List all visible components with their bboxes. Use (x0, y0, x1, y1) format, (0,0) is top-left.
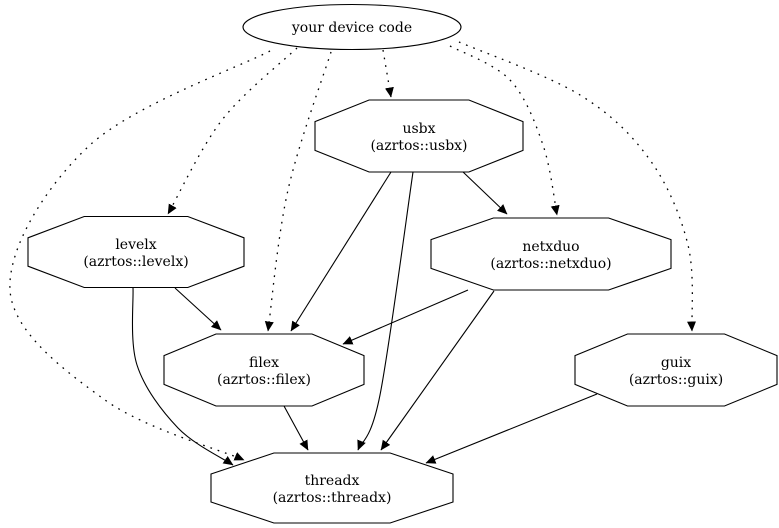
netxduo-octagon-shape (430, 217, 672, 291)
usbx-label: usbx (402, 121, 435, 137)
edge-levelx-threadx (131, 287, 234, 466)
node-filex: filex(azrtos::filex) (163, 333, 365, 407)
edge-usbx-filex (290, 171, 392, 332)
node-levelx: levelx(azrtos::levelx) (27, 215, 245, 289)
edge-filex-threadx (283, 405, 309, 451)
edge-levelx-filex (174, 287, 222, 331)
usbx-sublabel: (azrtos::usbx) (370, 138, 467, 154)
node-usbx: usbx(azrtos::usbx) (314, 99, 524, 173)
node-threadx: threadx(azrtos::threadx) (210, 452, 454, 524)
netxduo-sublabel: (azrtos::netxduo) (490, 256, 611, 272)
edge-guix-threadx (425, 393, 598, 464)
guix-octagon-shape (574, 333, 778, 407)
threadx-label: threadx (305, 473, 360, 489)
levelx-sublabel: (azrtos::levelx) (83, 254, 188, 270)
edge-device-netxduo (449, 45, 560, 216)
guix-label: guix (661, 355, 691, 371)
filex-sublabel: (azrtos::filex) (217, 372, 311, 388)
threadx-octagon-shape (210, 452, 454, 524)
edge-device-levelx (167, 47, 298, 215)
guix-sublabel: (azrtos::guix) (629, 372, 723, 388)
edge-usbx-netxduo (461, 170, 508, 215)
levelx-octagon-shape (27, 215, 245, 289)
edge-device-guix (458, 41, 697, 332)
device-ellipse-shape (242, 3, 462, 51)
threadx-sublabel: (azrtos::threadx) (273, 490, 392, 506)
netxduo-label: netxduo (522, 239, 579, 255)
node-device: your device code (242, 3, 462, 51)
levelx-label: levelx (115, 237, 156, 253)
edges-layer (9, 41, 697, 466)
device-label: your device code (291, 20, 412, 36)
edge-device-filex (264, 51, 332, 332)
filex-label: filex (249, 355, 279, 371)
edge-usbx-threadx (357, 171, 414, 451)
edge-netxduo-filex (342, 289, 469, 345)
node-netxduo: netxduo(azrtos::netxduo) (430, 217, 672, 291)
edge-device-usbx (382, 49, 394, 98)
nodes-layer: your device codeusbx(azrtos::usbx)levelx… (27, 3, 778, 524)
node-guix: guix(azrtos::guix) (574, 333, 778, 407)
edge-netxduo-threadx (380, 290, 495, 451)
usbx-octagon-shape (314, 99, 524, 173)
filex-octagon-shape (163, 333, 365, 407)
